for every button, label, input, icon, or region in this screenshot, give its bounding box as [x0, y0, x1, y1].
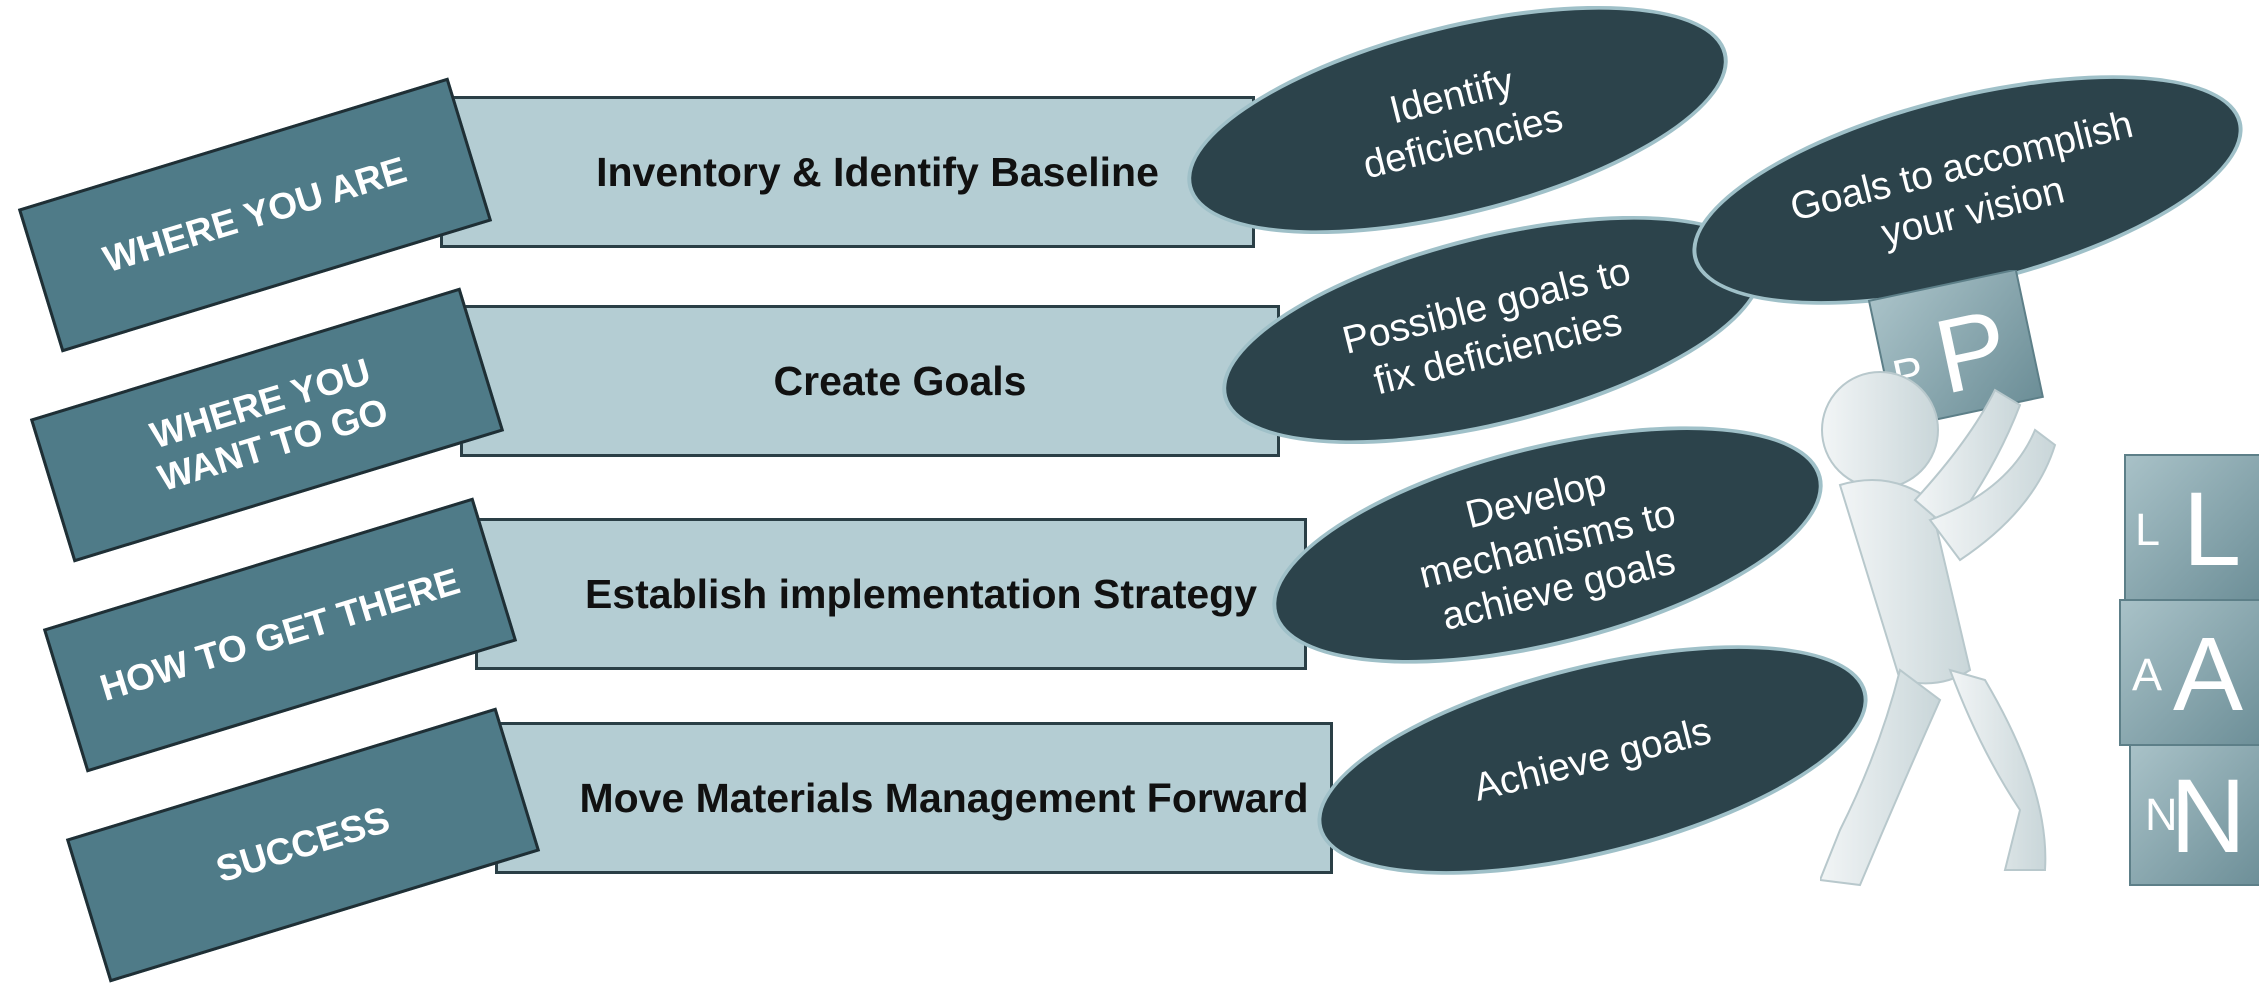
action-label-baseline: Inventory & Identify Baseline: [596, 148, 1159, 195]
action-bar-strategy: Establish implementation Strategy: [475, 518, 1307, 670]
bubble-label-goals-to-fix: Possible goals to fix deficiencies: [1338, 249, 1635, 404]
person-figure: [1820, 371, 2057, 887]
block-side-letter-a: A: [2132, 649, 2162, 700]
bubble-label-develop-mechanisms: Develop mechanisms to achieve goals: [1414, 460, 1680, 640]
block-letter-n: N: [2170, 758, 2246, 875]
block-l: L L: [2124, 454, 2259, 601]
action-label-create-goals: Create Goals: [773, 357, 1027, 404]
stage-label-where-you-want-to-go: WHERE YOU WANT TO GO: [145, 351, 393, 499]
stage-label-how-to-get-there: HOW TO GET THERE: [95, 560, 465, 709]
person-stacking-plan-blocks-icon: N N A A L L P P: [1820, 270, 2259, 887]
block-side-letter-n: N: [2145, 789, 2178, 840]
bubble-label-vision: Goals to accomplish your vision: [1786, 103, 2138, 256]
action-bar-baseline: Inventory & Identify Baseline: [440, 96, 1255, 248]
block-n: N N: [2129, 744, 2259, 886]
stage-label-success: SUCCESS: [211, 798, 395, 891]
block-a: A A: [2119, 599, 2259, 746]
block-side-letter-l: L: [2135, 504, 2160, 555]
stage-label-where-you-are: WHERE YOU ARE: [98, 148, 412, 280]
bubble-label-achieve-goals: Achieve goals: [1469, 708, 1716, 810]
block-letter-l: L: [2183, 471, 2241, 588]
action-bar-move-forward: Move Materials Management Forward: [495, 722, 1333, 874]
bubble-label-identify-deficiencies: Identify deficiencies: [1358, 60, 1568, 188]
action-label-strategy: Establish implementation Strategy: [584, 570, 1258, 617]
block-letter-a: A: [2173, 616, 2243, 733]
action-bar-create-goals: Create Goals: [460, 305, 1280, 457]
action-label-move-forward: Move Materials Management Forward: [579, 774, 1309, 821]
